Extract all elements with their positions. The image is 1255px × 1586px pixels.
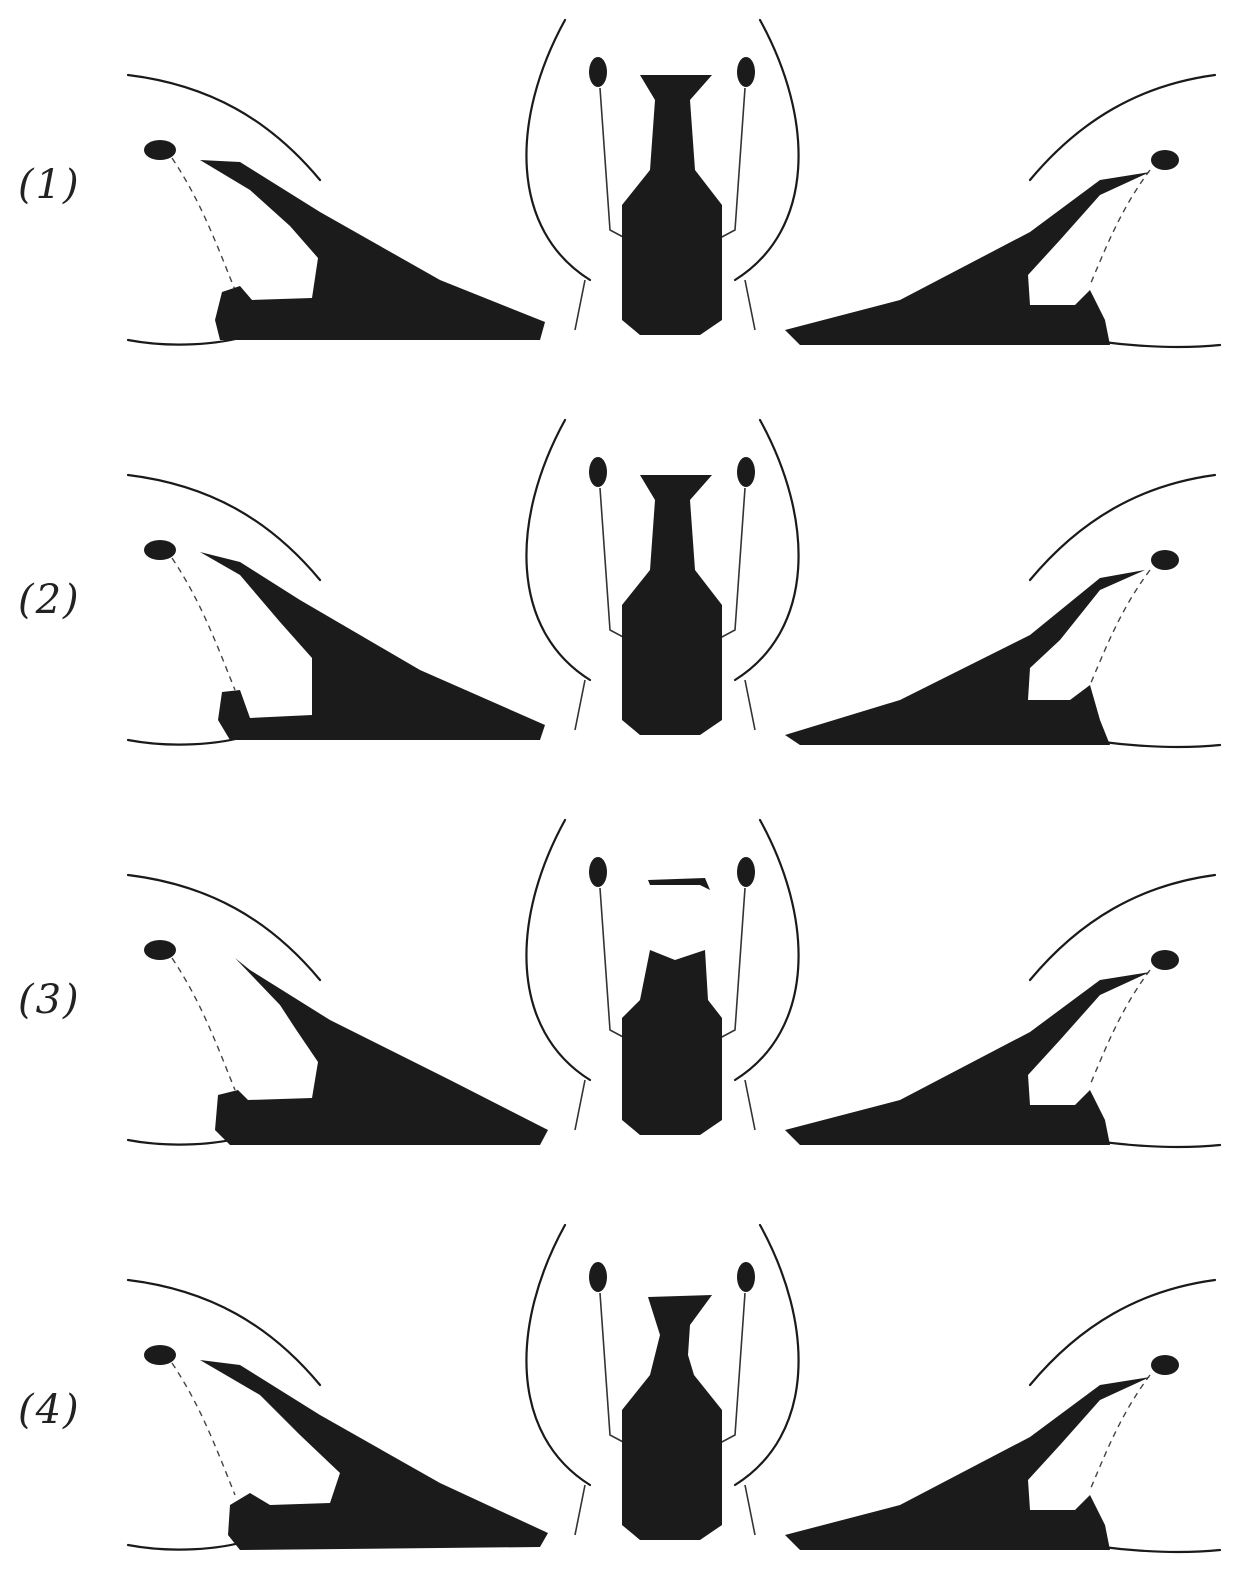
left-profile-view: [128, 1280, 548, 1550]
head-views: [0, 1205, 1255, 1565]
head-outline-left: [526, 20, 590, 280]
head-views: [0, 0, 1255, 360]
eye: [1151, 150, 1179, 170]
eye: [144, 140, 176, 160]
neck-line-right: [745, 680, 755, 730]
frontal-view: [526, 1225, 798, 1540]
frontal-view: [526, 20, 798, 335]
neck-line-right: [745, 280, 755, 330]
frontal-suture-right: [720, 488, 745, 638]
left-profile-view: [128, 75, 545, 345]
pattern-row-1: (1): [0, 0, 1255, 360]
right-profile-view: [785, 475, 1220, 747]
neck-line-left: [575, 280, 585, 330]
frontal-suture-left: [600, 488, 625, 638]
frontal-view: [526, 420, 798, 735]
head-pattern: [785, 1377, 1150, 1550]
head-pattern: [215, 958, 548, 1145]
head-outline: [1030, 475, 1215, 580]
frontal-pattern: [622, 475, 722, 735]
head-pattern: [785, 972, 1150, 1145]
neck-line-right: [745, 1485, 755, 1535]
eye: [1151, 1355, 1179, 1375]
head-outline: [1030, 1280, 1215, 1385]
pattern-row-2: (2): [0, 400, 1255, 760]
head-outline-left: [526, 820, 590, 1080]
eye: [144, 940, 176, 960]
left-profile-view: [128, 475, 545, 745]
eye-left: [589, 457, 607, 487]
eye-right: [737, 57, 755, 87]
frontal-suture-right: [720, 888, 745, 1038]
frontal-suture-left: [600, 888, 625, 1038]
head-outline: [1030, 875, 1215, 980]
left-profile-view: [128, 875, 548, 1145]
right-profile-view: [785, 1280, 1220, 1552]
head-views: [0, 800, 1255, 1160]
pattern-row-3: (3): [0, 800, 1255, 1160]
frontal-pattern: [622, 1295, 722, 1540]
head-outline: [1030, 75, 1215, 180]
clypeal-line: [172, 158, 235, 290]
eye-right: [737, 857, 755, 887]
eye-right: [737, 1262, 755, 1292]
frontal-view: [526, 820, 798, 1135]
frontal-suture-left: [600, 88, 625, 238]
frontal-suture-right: [720, 88, 745, 238]
head-pattern: [200, 1360, 548, 1550]
eye-left: [589, 857, 607, 887]
eye: [1151, 950, 1179, 970]
eye-left: [589, 1262, 607, 1292]
head-pattern: [785, 570, 1145, 745]
frontal-pattern: [622, 75, 722, 335]
neck-line-left: [575, 1485, 585, 1535]
frontal-suture-right: [720, 1293, 745, 1443]
head-outline-left: [526, 420, 590, 680]
clypeal-line: [172, 558, 235, 690]
eye-left: [589, 57, 607, 87]
eye: [144, 1345, 176, 1365]
jaw-outline: [128, 1540, 250, 1550]
head-pattern: [200, 160, 545, 340]
head-pattern: [200, 552, 545, 740]
neck-line-right: [745, 1080, 755, 1130]
neck-line-left: [575, 680, 585, 730]
clypeal-line: [172, 958, 235, 1090]
right-profile-view: [785, 875, 1220, 1147]
eye-right: [737, 457, 755, 487]
eye: [144, 540, 176, 560]
head-outline-left: [526, 1225, 590, 1485]
eye: [1151, 550, 1179, 570]
frontal-suture-left: [600, 1293, 625, 1443]
frontal-bar: [648, 878, 710, 890]
right-profile-view: [785, 75, 1220, 347]
head-views: [0, 400, 1255, 760]
pattern-row-4: (4): [0, 1205, 1255, 1565]
neck-line-left: [575, 1080, 585, 1130]
head-outline: [128, 875, 320, 980]
clypeal-line: [172, 1363, 235, 1495]
frontal-pattern: [622, 950, 722, 1135]
head-pattern: [785, 172, 1150, 345]
